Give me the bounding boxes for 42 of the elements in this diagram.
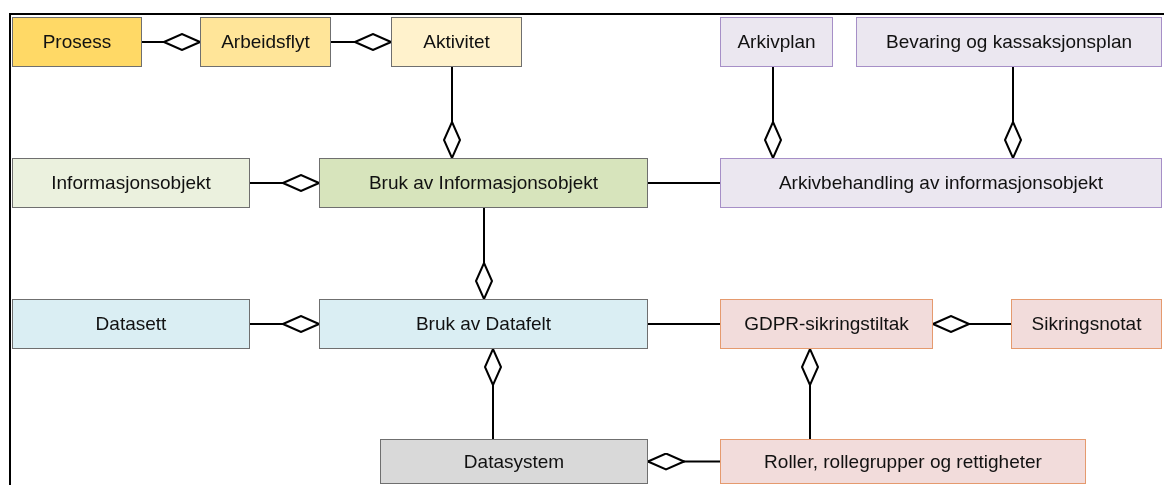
entity-label: Datasystem	[463, 450, 565, 473]
entity-box	[12, 158, 250, 208]
entity-label: Bruk av Informasjonsobjekt	[368, 172, 599, 194]
entity-box	[319, 158, 648, 208]
connector-line	[647, 182, 721, 184]
entity-label: Datasett	[95, 313, 167, 335]
entity-box	[12, 17, 142, 67]
entity-label: Arkivplan	[737, 31, 816, 53]
entity-box	[391, 17, 522, 67]
aggregation-connector	[484, 348, 502, 440]
entity-label: Aktivitet	[423, 31, 490, 53]
connector-line	[647, 323, 721, 325]
aggregation-connector	[249, 174, 320, 192]
entity-box	[720, 17, 833, 67]
aggregation-connector	[932, 315, 1012, 333]
aggregation-connector	[475, 207, 493, 300]
aggregation-connector	[443, 66, 461, 159]
aggregation-connector	[647, 452, 721, 471]
entity-label: Sikringsnotat	[1031, 313, 1142, 335]
entity-box	[12, 299, 250, 349]
aggregation-connector	[764, 66, 782, 159]
aggregation-connector	[1004, 66, 1022, 159]
entity-label: Prosess	[42, 31, 112, 53]
aggregation-connector	[330, 33, 392, 51]
entity-label: Arbeidsflyt	[221, 31, 310, 53]
aggregation-connector	[141, 33, 201, 51]
entity-label: Informasjonsobjekt	[51, 172, 211, 194]
entity-box	[856, 17, 1162, 67]
aggregation-connector	[249, 315, 320, 333]
entity-label: Bevaring og kassaksjonsplan	[885, 31, 1133, 53]
aggregation-connector	[801, 348, 819, 440]
entity-box	[720, 439, 1086, 484]
entity-box	[720, 299, 933, 349]
entity-label: Roller, rollegrupper og rettigheter	[764, 450, 1042, 473]
entity-box	[720, 158, 1162, 208]
entity-box	[380, 439, 648, 484]
entity-box	[1011, 299, 1162, 349]
entity-label: Arkivbehandling av informasjonsobjekt	[778, 172, 1104, 194]
entity-label: GDPR-sikringstiltak	[744, 313, 909, 335]
entity-label: Bruk av Datafelt	[415, 313, 552, 335]
entity-box	[200, 17, 331, 67]
entity-box	[319, 299, 648, 349]
